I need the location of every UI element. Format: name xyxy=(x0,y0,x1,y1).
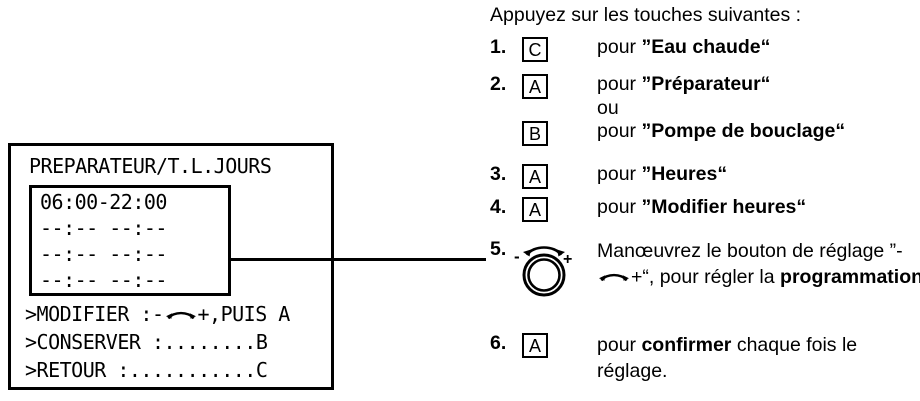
step-text: pour ”Eau chaude“ xyxy=(597,36,770,59)
schedule-row: 06:00-22:00 xyxy=(40,190,167,214)
key-button-b[interactable]: B xyxy=(522,121,548,146)
schedule-row: --:-- --:-- xyxy=(40,242,167,266)
schedule-row: --:-- --:-- xyxy=(40,216,167,240)
step-text-emphasis: confirmer xyxy=(641,334,732,356)
step-text: pour ”Préparateur“ xyxy=(597,73,770,96)
instructions-title: Appuyez sur les touches suivantes : xyxy=(490,4,802,26)
step-number: 1. xyxy=(490,36,507,58)
knob-arrow-icon xyxy=(597,270,631,284)
knob-arrow-icon xyxy=(164,308,198,322)
step-text: pour ”Heures“ xyxy=(597,163,727,186)
step-text: Manœuvrez le bouton de réglage ”- +“, po… xyxy=(597,238,920,290)
step-text-lead: pour xyxy=(597,163,642,185)
step-number: 2. xyxy=(490,73,507,95)
step-text-or: ou xyxy=(597,97,619,119)
step-text-lead: pour xyxy=(597,120,642,142)
step-text-target: ”Heures“ xyxy=(641,163,728,185)
step-number: 3. xyxy=(490,163,507,185)
step-text: pour ”Modifier heures“ xyxy=(597,196,806,219)
step-text-lead: pour xyxy=(597,334,642,356)
step-text-target: ”Préparateur“ xyxy=(641,73,771,95)
menu-row-modifier[interactable]: >MODIFIER :- +,PUIS A xyxy=(25,302,290,326)
step-text-target: programmation xyxy=(780,266,920,288)
menu-row-conserver[interactable]: >CONSERVER :........B xyxy=(25,330,268,354)
schedule-row: --:-- --:-- xyxy=(40,268,167,292)
step-number: 4. xyxy=(490,196,507,218)
step-text-tail: chaque fois le réglage. xyxy=(597,334,858,382)
step-number: 6. xyxy=(490,332,507,354)
key-button-a[interactable]: A xyxy=(522,197,548,222)
step-text-lead: pour xyxy=(597,196,642,218)
step-text-lead: pour xyxy=(597,73,642,95)
key-button-c[interactable]: C xyxy=(522,37,548,62)
step-text-target: ”Modifier heures“ xyxy=(641,196,807,218)
step-text: pour confirmer chaque fois le réglage. xyxy=(597,332,920,384)
step-text-mid: +“, pour régler la xyxy=(631,266,781,288)
svg-text:+: + xyxy=(563,251,572,268)
rotary-knob-icon[interactable]: - + xyxy=(512,240,576,298)
controller-display-panel: PREPARATEUR/T.L.JOURS 06:00-22:00 --:-- … xyxy=(8,143,334,390)
key-button-a[interactable]: A xyxy=(522,164,548,189)
schedule-box: 06:00-22:00 --:-- --:-- --:-- --:-- --:-… xyxy=(29,185,231,296)
instructions-panel: Appuyez sur les touches suivantes : 1. C… xyxy=(488,0,920,401)
step-number: 5. xyxy=(490,238,507,260)
key-button-a[interactable]: A xyxy=(522,74,548,99)
display-title: PREPARATEUR/T.L.JOURS xyxy=(29,154,272,178)
step-text: pour ”Pompe de bouclage“ xyxy=(597,120,845,143)
key-button-a[interactable]: A xyxy=(522,333,548,358)
svg-text:-: - xyxy=(514,247,520,266)
menu-row-retour[interactable]: >RETOUR :...........C xyxy=(25,358,268,382)
menu-row-modifier-suffix: +,PUIS A xyxy=(197,302,291,326)
leader-line xyxy=(228,258,486,261)
menu-row-modifier-prefix: >MODIFIER :- xyxy=(25,302,164,326)
step-text-target: ”Pompe de bouclage“ xyxy=(641,120,846,142)
step-text-target: ”Eau chaude“ xyxy=(641,36,771,58)
step-text-lead: pour xyxy=(597,36,642,58)
step-text-lead: Manœuvrez le bouton de réglage ”- xyxy=(597,240,903,262)
